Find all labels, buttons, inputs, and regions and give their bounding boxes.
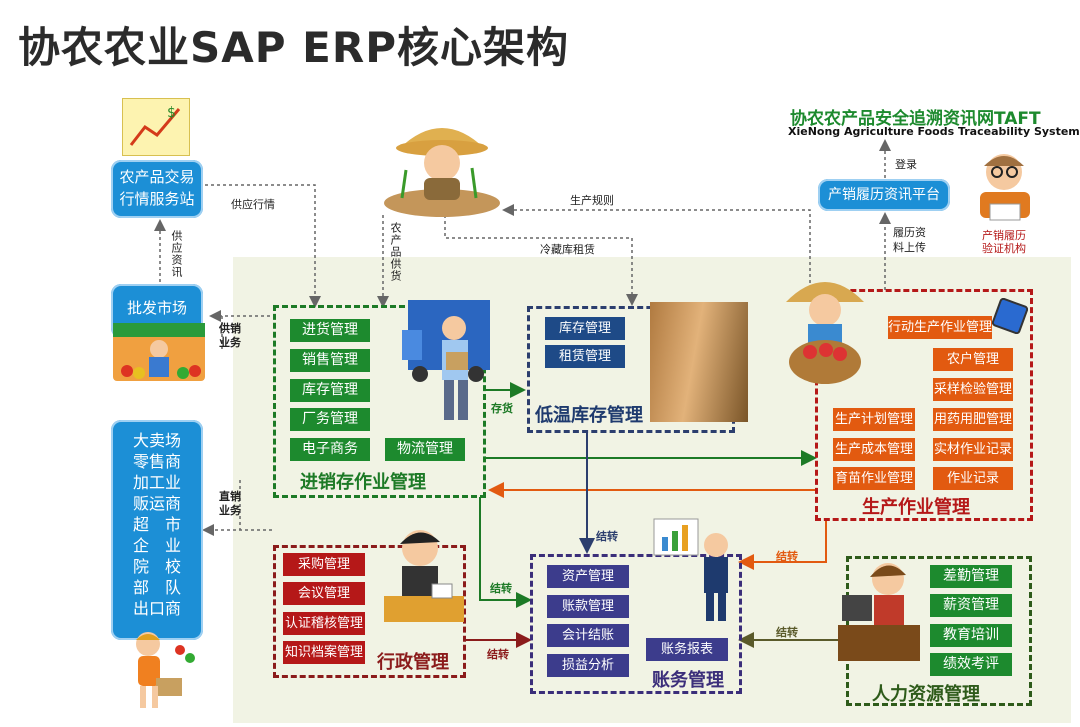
hr-performance: 绩效考评 — [930, 653, 1012, 676]
label-transfer-cold: 结转 — [596, 530, 618, 543]
inventory-item-sales: 销售管理 — [290, 349, 370, 372]
verification-org: 产销履历 验证机构 — [982, 229, 1026, 255]
production-sampling: 采样检验管理 — [933, 378, 1013, 401]
inventory-item-logistics: 物流管理 — [385, 438, 465, 461]
production-pesticide: 用药用肥管理 — [933, 408, 1013, 431]
label-sales-business: 供销业务 — [219, 322, 241, 349]
production-plan: 生产计划管理 — [833, 408, 915, 431]
production-mobile: 行动生产作业管理 — [888, 316, 992, 339]
retail-channels: 大卖场 零售商 加工业 贩运商 超 市 企 业 院 校 部 队 出口商 — [111, 420, 203, 640]
label-transfer-hr: 结转 — [776, 626, 798, 639]
cold-item-rental: 租赁管理 — [545, 345, 625, 368]
tablet-icon — [991, 297, 1029, 335]
label-farm-supply: 农产品供货 — [389, 222, 402, 282]
admin-audit: 认证稽核管理 — [283, 612, 365, 635]
inventory-item-stock: 库存管理 — [290, 379, 370, 402]
production-title: 生产作业管理 — [862, 497, 970, 518]
inventory-item-purchase: 进货管理 — [290, 319, 370, 342]
production-farmer-mgmt: 农户管理 — [933, 348, 1013, 371]
label-transfer-production: 结转 — [776, 550, 798, 563]
admin-knowledge: 知识档案管理 — [283, 641, 365, 664]
presenter-icon — [650, 515, 740, 625]
label-login: 登录 — [895, 158, 917, 171]
admin-title: 行政管理 — [377, 652, 449, 673]
accounting-title: 账务管理 — [652, 670, 724, 691]
production-module — [815, 289, 1033, 521]
accounting-closing: 会计结账 — [547, 624, 629, 647]
accounting-assets: 资产管理 — [547, 565, 629, 588]
warehouse-photo — [650, 302, 748, 422]
svg-text:$: $ — [167, 105, 176, 121]
accounting-module — [530, 554, 742, 694]
production-work-log: 作业记录 — [933, 467, 1013, 490]
market-stall-icon — [113, 323, 205, 381]
hr-worker-icon — [834, 555, 926, 670]
hr-training: 教育培训 — [930, 624, 1012, 647]
inventory-item-factory: 厂务管理 — [290, 408, 370, 431]
farmer-icon — [380, 108, 505, 218]
production-cost: 生产成本管理 — [833, 438, 915, 461]
inventory-item-ecommerce: 电子商务 — [290, 438, 370, 461]
hr-salary: 薪资管理 — [930, 594, 1012, 617]
accounting-pnl: 损益分析 — [547, 654, 629, 677]
inventory-module — [273, 305, 486, 498]
label-transfer-admin: 结转 — [487, 648, 509, 661]
cold-item-stock: 库存管理 — [545, 317, 625, 340]
inventory-title: 进销存作业管理 — [300, 472, 426, 493]
label-supply-info-vertical: 供应资讯 — [170, 230, 183, 278]
trace-title-en: XieNong Agriculture Foods Traceability S… — [788, 125, 1080, 138]
label-supply-info: 供应行情 — [231, 198, 275, 211]
trace-platform: 产销履历资讯平台 — [818, 179, 950, 211]
production-material-log: 实材作业记录 — [933, 438, 1013, 461]
label-stock: 存货 — [491, 402, 513, 415]
label-production-rules: 生产规则 — [570, 194, 614, 207]
office-worker-icon — [378, 522, 468, 640]
inspector-icon — [962, 142, 1047, 227]
chart-icon: $ — [122, 98, 190, 156]
admin-purchase: 采购管理 — [283, 553, 365, 576]
hr-title: 人力资源管理 — [872, 684, 980, 705]
accounting-payables: 账款管理 — [547, 595, 629, 618]
page-title: 协农农业SAP ERP核心架构 — [18, 23, 569, 72]
production-seedling: 育苗作业管理 — [833, 467, 915, 490]
label-upload: 履历资料上传 — [893, 226, 926, 254]
cold-storage-title: 低温库存管理 — [535, 405, 643, 426]
accounting-report: 账务报表 — [646, 638, 728, 661]
trace-title-cn: 协农农产品安全追溯资讯网TAFT — [790, 109, 1041, 129]
label-direct-business: 直销业务 — [219, 490, 241, 517]
delivery-truck-icon — [398, 290, 498, 430]
admin-module — [273, 545, 466, 678]
shopper-icon — [108, 628, 208, 713]
farmer-basket-icon — [780, 268, 870, 388]
trade-service-station: 农产品交易 行情服务站 — [111, 160, 203, 218]
label-transfer-inventory: 结转 — [490, 582, 512, 595]
label-cold-rent: 冷藏库租赁 — [540, 243, 595, 256]
hr-attendance: 差勤管理 — [930, 565, 1012, 588]
admin-meeting: 会议管理 — [283, 582, 365, 605]
